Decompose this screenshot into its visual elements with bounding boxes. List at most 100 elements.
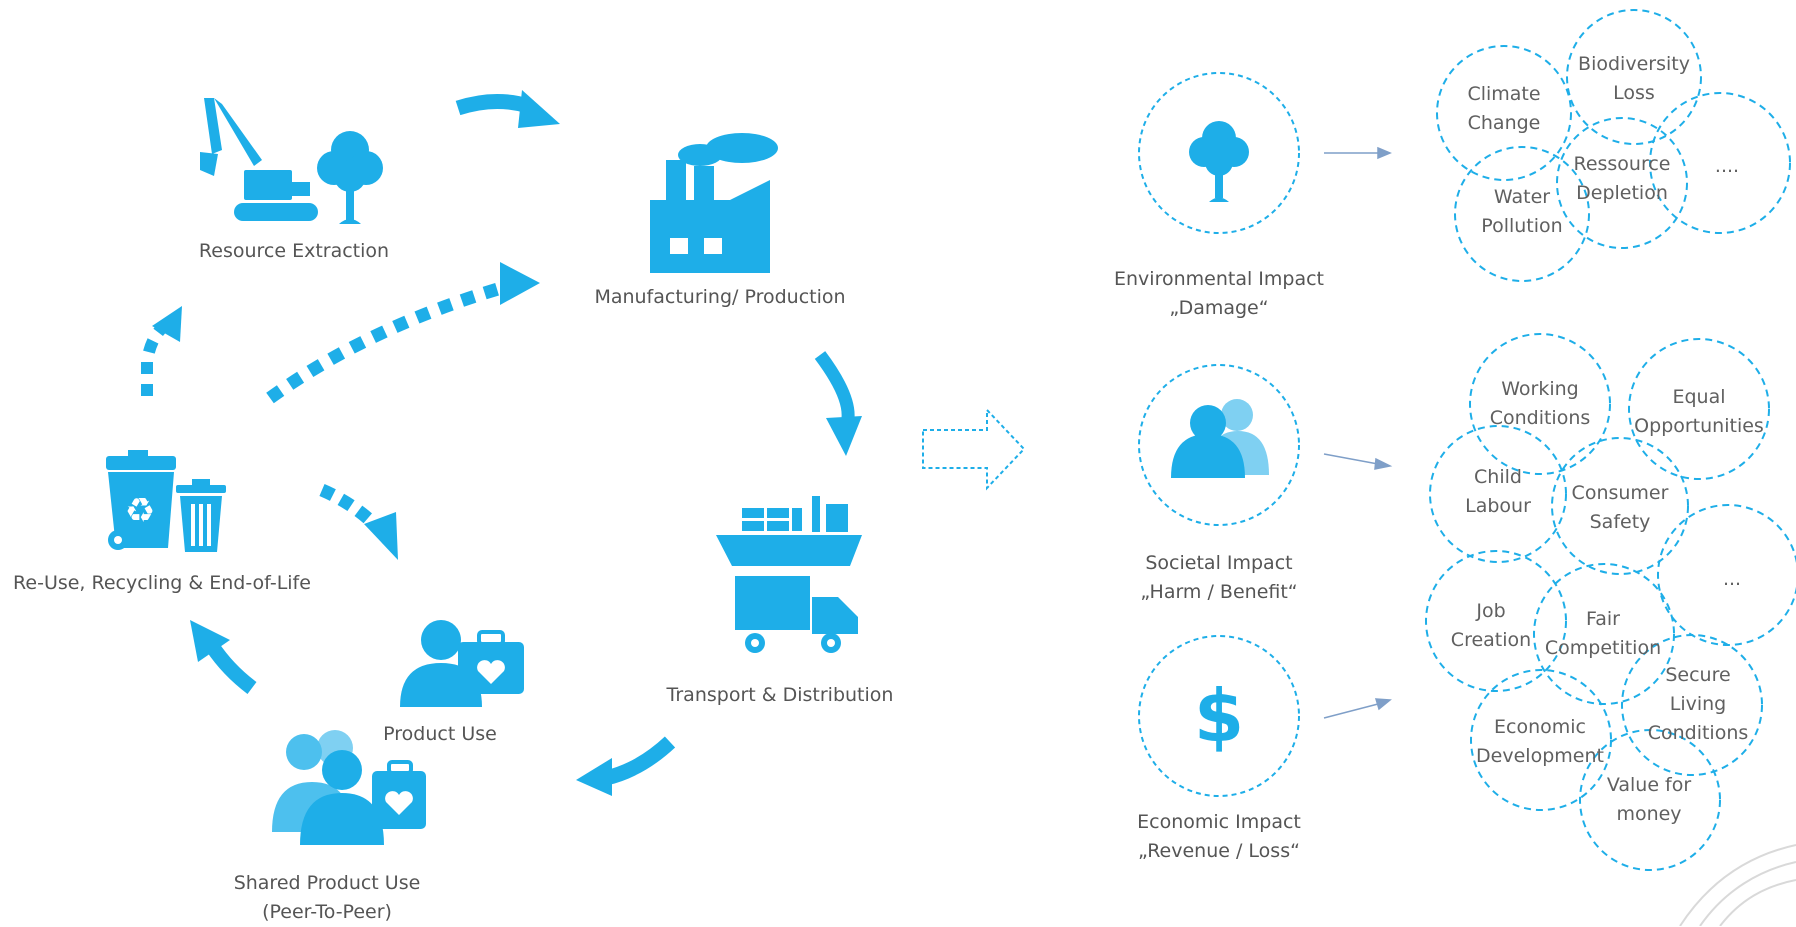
end-of-life-label: Re-Use, Recycling & End-of-Life [13,572,311,594]
equal-opportunities-label: Equal Opportunities [1626,383,1772,441]
value-for-money-line1: Value for [1606,774,1692,796]
excavator-icon [200,98,318,221]
economic-impact-label: Economic Impact „Revenue / Loss“ [1099,808,1339,866]
environmental-impact-circle [1138,72,1300,234]
biodiversity-loss-line2: Loss [1613,82,1655,104]
person-with-heart-bag-icon [400,620,524,707]
secure-living-conditions-circle [1621,634,1763,776]
cycle-arrows [141,90,862,796]
arrow-head-production-to-transport [826,416,862,456]
arrow-head-use-to-recycling [190,620,230,662]
biodiversity-loss-circle [1566,9,1702,145]
climate-change-circle [1436,45,1572,181]
equal-opportunities-circle [1628,338,1770,480]
biodiversity-loss-line1: Biodiversity [1578,53,1690,75]
people-icon [1171,399,1269,478]
environmental-impact-label: Environmental Impact „Damage“ [1099,265,1339,323]
water-pollution-line2: Pollution [1481,215,1563,237]
economic-impact-circle [1138,635,1300,797]
fair-competition-line1: Fair [1586,608,1620,630]
equal-opportunities-line2: Opportunities [1634,415,1764,437]
environmental-impact-title: Environmental Impact [1114,268,1324,290]
tree-icon [317,131,383,224]
societal-impact-subtitle: „Harm / Benefit“ [1140,581,1298,603]
equal-opportunities-line1: Equal [1672,386,1726,408]
economic-impact-subtitle: „Revenue / Loss“ [1138,840,1300,862]
transport-label: Transport & Distribution [666,684,894,706]
arrow-head-recycling-to-use [364,512,398,560]
fair-competition-line2: Competition [1544,637,1662,659]
economic-development-line2: Development [1476,745,1604,767]
job-creation-label: Job Creation [1446,597,1536,655]
manufacturing-label: Manufacturing/ Production [594,286,846,308]
shared-use-label-line1: Shared Product Use [233,872,421,894]
corner-swoosh-decoration [1679,844,1796,926]
more-environmental-circle [1649,92,1791,234]
fair-competition-circle [1533,563,1675,705]
societal-impact-label: Societal Impact „Harm / Benefit“ [1099,549,1339,607]
resource-extraction-label: Resource Extraction [198,240,390,262]
shared-use-label: Shared Product Use (Peer-To-Peer) [207,869,447,927]
shared-use-group-icon [272,730,426,845]
secure-living-conditions-label: Secure Living Conditions [1640,661,1756,748]
secure-living-conditions-line1: Secure [1665,664,1731,686]
resource-depletion-line2: Depletion [1576,182,1668,204]
economic-impact-title: Economic Impact [1137,811,1301,833]
job-creation-line1: Job [1476,600,1506,622]
water-pollution-line1: Water [1493,186,1551,208]
arrow-head-recycling-to-extraction [152,306,182,342]
factory-icon [650,133,778,273]
secure-living-conditions-line3: Conditions [1647,722,1749,744]
climate-change-label: Climate Change [1444,80,1564,138]
biodiversity-loss-label: Biodiversity Loss [1564,50,1704,108]
working-conditions-line2: Conditions [1489,407,1591,429]
job-creation-circle [1425,550,1567,692]
economic-development-circle [1470,669,1612,811]
child-labour-circle [1429,425,1567,563]
working-conditions-line1: Working [1501,378,1579,400]
climate-change-line2: Change [1467,112,1541,134]
arrow-head-extraction-to-production [518,90,560,128]
climate-change-line1: Climate [1467,83,1541,105]
resource-depletion-circle [1556,117,1688,249]
child-labour-line1: Child [1474,466,1522,488]
water-pollution-label: Water Pollution [1462,183,1582,241]
value-for-money-line2: money [1616,803,1682,825]
working-conditions-label: Working Conditions [1480,375,1600,433]
recycling-bin-icon: ♻ [106,450,226,552]
economic-development-label: Economic Development [1472,713,1608,771]
societal-impact-title: Societal Impact [1145,552,1293,574]
more-environmental-label: .... [1714,155,1740,177]
societal-impact-circle [1138,364,1300,526]
more-societal-label: ... [1722,568,1742,590]
cargo-ship-icon [716,496,862,566]
working-conditions-circle [1469,333,1611,475]
impact-connectors [1323,146,1393,719]
consumer-safety-label: Consumer Safety [1564,479,1676,537]
value-for-money-circle [1579,729,1721,871]
svg-text:♻: ♻ [125,491,155,531]
consumer-safety-circle [1551,437,1689,575]
dollar-icon: $ [1194,674,1244,758]
tree-icon [1189,121,1249,202]
product-use-label: Product Use [383,723,497,745]
shared-use-label-line2: (Peer-To-Peer) [262,901,392,923]
value-for-money-label: Value for money [1596,771,1702,829]
child-labour-label: Child Labour [1454,463,1542,521]
economic-development-line1: Economic [1494,716,1586,738]
secure-living-conditions-line2: Living [1669,693,1727,715]
environmental-impact-subtitle: „Damage“ [1169,297,1269,319]
arrow-head-transport-to-use [576,758,612,796]
water-pollution-circle [1454,146,1590,282]
consumer-safety-line1: Consumer [1571,482,1669,504]
child-labour-line2: Labour [1465,495,1531,517]
consumer-safety-line2: Safety [1589,511,1651,533]
resource-depletion-line1: Ressource [1573,153,1671,175]
arrow-head-recycling-to-production [500,262,540,305]
fair-competition-label: Fair Competition [1540,605,1666,663]
truck-icon [735,576,858,653]
more-societal-circle [1657,504,1796,646]
job-creation-line2: Creation [1450,629,1532,651]
resource-depletion-label: Ressource Depletion [1562,150,1682,208]
